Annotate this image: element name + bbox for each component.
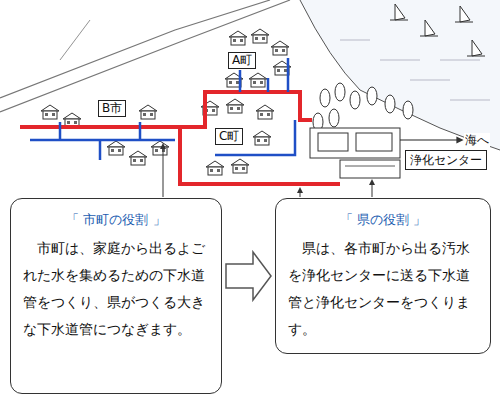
- houses-part: [139, 105, 157, 119]
- treatment-plant-part: [310, 128, 400, 158]
- treatment-plant-part: [356, 133, 392, 151]
- treatment-plant: [310, 128, 400, 178]
- houses-part: [41, 105, 59, 119]
- node-heading: C町: [219, 129, 239, 144]
- trees-part: [403, 101, 413, 119]
- houses-part: [129, 151, 147, 165]
- direction-label: 海へ: [464, 133, 490, 148]
- treatment-plant-part: [345, 166, 395, 167]
- role-box: 「 県の役割 」県は、各市町から出る汚水を浄化センターに送る下水道管と浄化センタ…: [275, 198, 491, 354]
- node-heading: 「 市町の役割 」: [23, 209, 209, 231]
- main-sewer-pipe: [20, 92, 340, 184]
- role-box: 「 市町の役割 」市町は、家庭から出るよごれた水を集めるための下水道管をつくり、…: [10, 198, 222, 394]
- node-heading: A町: [232, 53, 252, 68]
- trees: [313, 83, 413, 131]
- houses-part: [271, 41, 289, 55]
- branch-sewer-pipe-part: [215, 120, 295, 155]
- road: [0, 0, 290, 112]
- houses-part: [206, 161, 224, 175]
- town-label: B市: [98, 100, 126, 117]
- road-part: [0, 0, 290, 112]
- houses-part: [251, 29, 269, 43]
- node-body: 県は、各市町から出る汚水を浄化センターに送る下水道管と浄化センターをつくります。: [288, 235, 478, 343]
- houses-part: [256, 105, 274, 119]
- leader-lines-part: [300, 190, 301, 197]
- treatment-plant-part: [340, 160, 400, 178]
- main-sewer-pipe-part: [20, 92, 312, 127]
- leader-lines-part: [163, 146, 164, 197]
- trees-part: [329, 109, 339, 127]
- trees-part: [320, 89, 330, 107]
- outflow-arrow: [400, 140, 460, 141]
- sailboats-part: [420, 20, 438, 36]
- branch-sewer-pipe: [30, 58, 295, 160]
- trees-part: [335, 83, 345, 101]
- road-part: [60, 20, 90, 60]
- sailboats-part: [467, 40, 485, 56]
- leader-lines-part: [372, 182, 373, 197]
- houses-part: [229, 31, 247, 45]
- houses-part: [107, 141, 125, 155]
- branch-sewer-pipe-part: [30, 122, 175, 160]
- town-label: A町: [228, 52, 256, 69]
- road-part: [0, 0, 270, 98]
- node-heading: B市: [102, 101, 122, 116]
- houses-part: [253, 131, 271, 145]
- houses-part: [249, 73, 267, 87]
- houses-part: [231, 159, 249, 173]
- node-body: 市町は、家庭から出るよごれた水を集めるための下水道管をつくり、県がつくる大きな下…: [23, 235, 209, 343]
- trees-part: [367, 87, 377, 105]
- sea-part: [340, 40, 490, 100]
- houses: [41, 29, 291, 175]
- sailboats-part: [455, 6, 473, 22]
- treatment-plant-part: [318, 133, 348, 151]
- houses-part: [63, 113, 81, 127]
- node-heading: 浄化センター: [410, 152, 482, 168]
- houses-part: [151, 141, 169, 155]
- town-label: C町: [215, 128, 243, 145]
- sailboats-part: [390, 4, 408, 20]
- outflow-arrow-part: [400, 139, 460, 140]
- sailboats: [390, 4, 485, 56]
- houses-part: [226, 99, 244, 113]
- flow-arrow: [226, 252, 271, 300]
- trees-part: [385, 95, 395, 113]
- trees-part: [350, 91, 360, 109]
- plant-label: 浄化センター: [405, 150, 487, 170]
- node-heading: 「 県の役割 」: [288, 209, 478, 231]
- leader-lines: [163, 146, 372, 197]
